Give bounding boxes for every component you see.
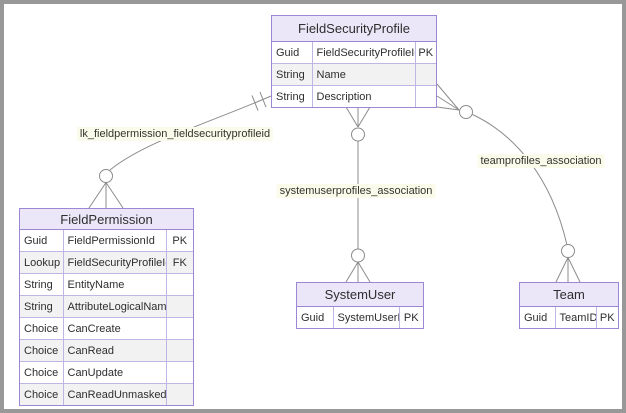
attribute-name: FieldSecurityProfileId [63,251,167,274]
attribute-key: PK [166,230,193,252]
attribute-type: Guid [520,307,556,328]
entity-fieldpermission: FieldPermission Guid FieldPermissionId P… [19,208,194,406]
attribute-name: CanReadUnmasked [63,383,167,405]
attribute-row: Guid SystemUserId PK [297,307,423,328]
attribute-key [166,317,193,340]
crow-foot-leg [555,257,569,283]
attribute-type: Choice [20,339,64,362]
entity-systemuser: SystemUser Guid SystemUserId PK [296,282,424,329]
attribute-type: Choice [20,361,64,384]
attribute-table: Guid SystemUserId PK [297,307,423,328]
attribute-name: CanUpdate [63,361,167,384]
attribute-key [415,85,436,107]
entity-team: Team Guid TeamID PK [519,282,619,329]
attribute-key: PK [596,307,618,328]
entity-fieldsecurityprofile: FieldSecurityProfile Guid FieldSecurityP… [271,15,437,108]
crow-foot-leg [345,261,359,283]
zero-or-many-marker [345,248,371,283]
attribute-row: Guid TeamID PK [520,307,618,328]
attribute-type: Guid [297,307,334,328]
one-tick-marker [251,91,267,111]
attribute-row: Guid FieldSecurityProfileId PK [272,42,436,64]
attribute-row: Choice CanCreate [20,317,193,340]
zero-circle-marker [459,105,473,119]
attribute-row: String Description [272,85,436,107]
attribute-row: String AttributeLogicalName [20,295,193,318]
crow-foot-leg [436,83,460,111]
crow-foot-leg [567,257,581,283]
attribute-type: Choice [20,317,64,340]
zero-circle-marker [351,127,365,142]
relationship-teamprofiles-association [436,83,581,283]
relationship-label-lk-fieldpermission-fieldsecurityprofileid: lk_fieldpermission_fieldsecurityprofilei… [76,127,274,141]
attribute-name: Description [312,85,416,107]
entity-title: Team [520,283,618,307]
attribute-name: CanRead [63,339,167,362]
relationship-label-teamprofiles-association: teamprofiles_association [477,154,605,168]
relationship-systemuserprofiles-association [345,106,371,283]
attribute-type: Guid [272,42,313,64]
attribute-row: Choice CanUpdate [20,361,193,384]
entity-title: FieldSecurityProfile [272,16,436,42]
attribute-row: String Name [272,63,436,86]
attribute-name: FieldPermissionId [63,230,167,252]
attribute-row: Choice CanReadUnmasked [20,383,193,405]
attribute-key [415,63,436,86]
crow-foot-leg [105,182,124,209]
relationship-label-systemuserprofiles-association: systemuserprofiles_association [276,184,436,198]
attribute-key [166,339,193,362]
attribute-table: Guid FieldSecurityProfileId PK String Na… [272,42,436,107]
attribute-type: Guid [20,230,64,252]
attribute-type: String [20,273,64,296]
zero-circle-marker [351,248,365,263]
attribute-table: Guid FieldPermissionId PK Lookup FieldSe… [20,230,193,405]
zero-circle-marker [99,169,113,183]
crow-foot-leg [88,182,107,209]
attribute-type: Lookup [20,251,64,274]
attribute-name: FieldSecurityProfileId [312,42,416,64]
attribute-name: SystemUserId [333,307,400,328]
attribute-name: CanCreate [63,317,167,340]
crow-foot-leg [436,95,460,111]
crow-foot-leg [357,106,371,128]
attribute-key: PK [399,307,423,328]
attribute-row: Lookup FieldSecurityProfileId FK [20,251,193,274]
crow-foot-leg [436,106,460,111]
relationship-lk-fieldpermission-fieldsecurityprofileid [88,91,272,209]
zero-or-many-marker [345,106,371,142]
attribute-key: PK [415,42,436,64]
attribute-name: EntityName [63,273,167,296]
attribute-name: TeamID [555,307,597,328]
attribute-key [166,295,193,318]
attribute-key [166,383,193,405]
zero-or-many-marker [555,244,581,283]
entity-title: FieldPermission [20,209,193,230]
attribute-key [166,273,193,296]
zero-or-many-marker [88,169,124,209]
attribute-type: String [272,63,313,86]
attribute-table: Guid TeamID PK [520,307,618,328]
attribute-type: Choice [20,383,64,405]
relationship-wires [88,83,581,283]
attribute-key [166,361,193,384]
entity-title: SystemUser [297,283,423,307]
relationship-path [472,114,568,246]
attribute-type: String [20,295,64,318]
attribute-row: Choice CanRead [20,339,193,362]
crow-foot-leg [345,106,359,128]
attribute-name: AttributeLogicalName [63,295,167,318]
attribute-row: Guid FieldPermissionId PK [20,230,193,252]
crow-foot-leg [357,261,371,283]
zero-or-many-marker [436,83,473,119]
attribute-name: Name [312,63,416,86]
attribute-type: String [272,85,313,107]
attribute-key: FK [166,251,193,274]
attribute-row: String EntityName [20,273,193,296]
zero-circle-marker [561,244,575,258]
